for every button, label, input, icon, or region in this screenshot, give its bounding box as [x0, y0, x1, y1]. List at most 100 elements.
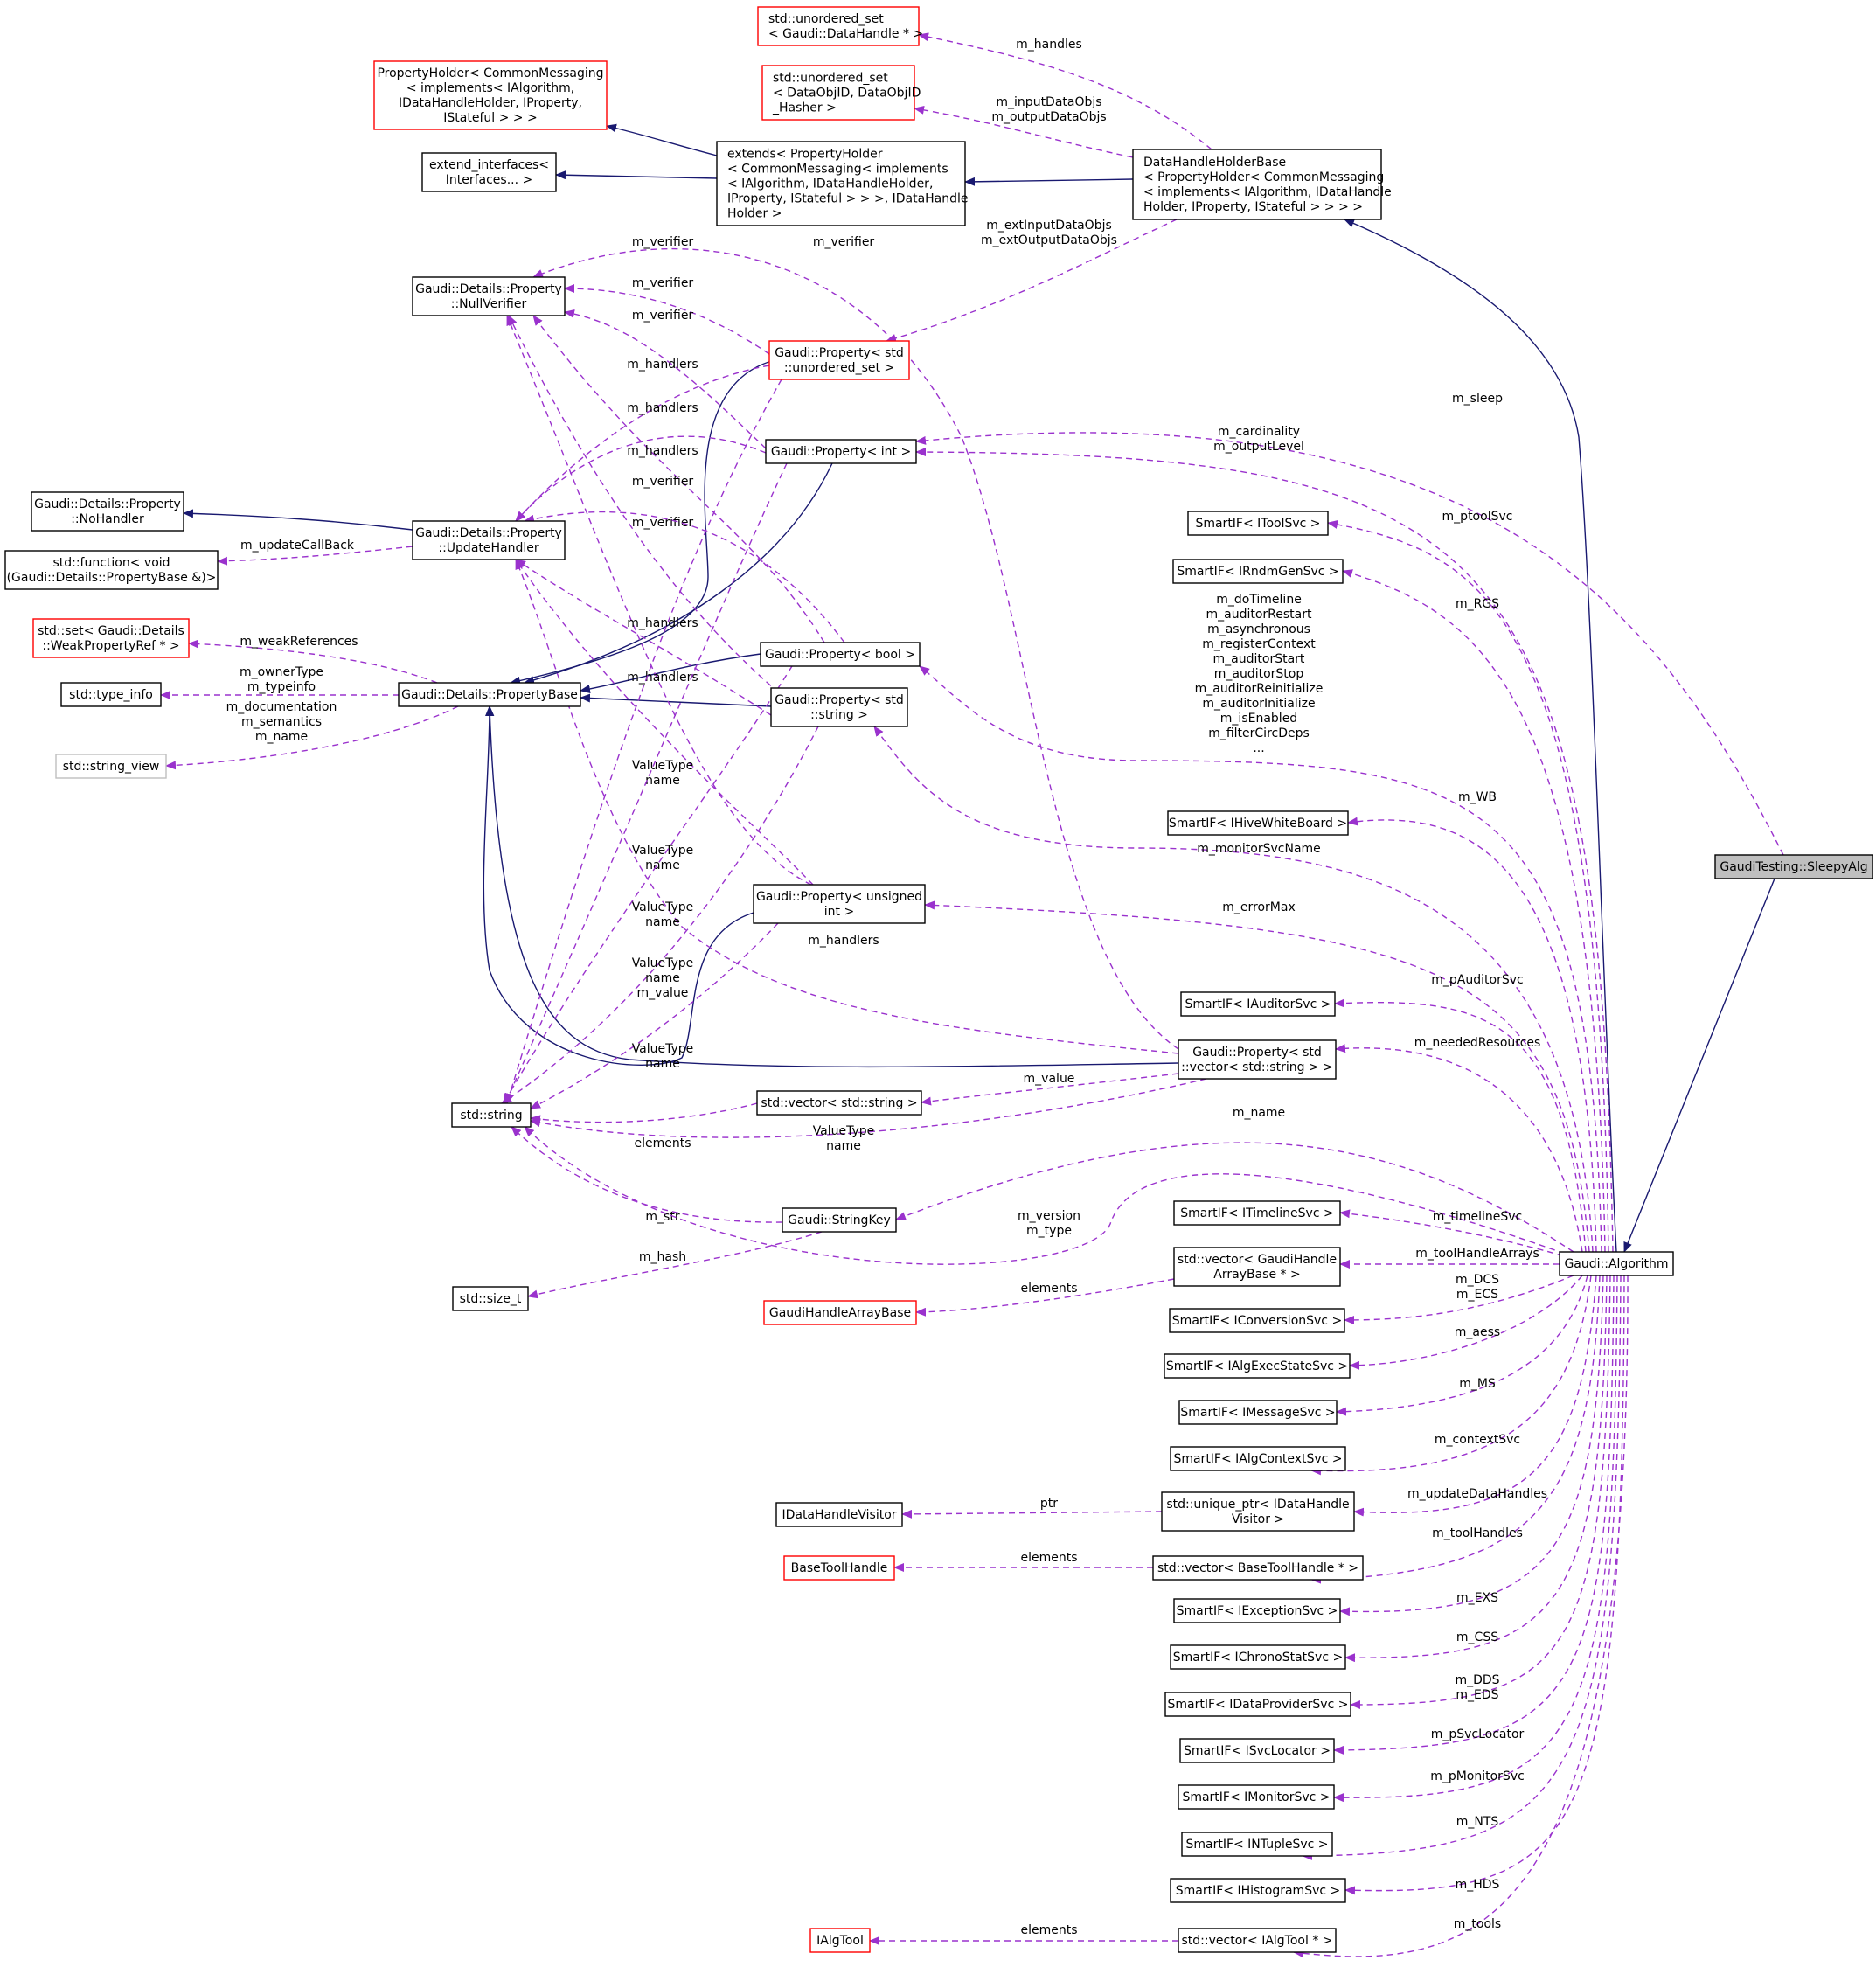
class-node-uset_id[interactable]: std::unordered_set< DataObjID, DataObjID…: [761, 65, 921, 121]
class-name: GaudiHandleArrayBase: [769, 1306, 911, 1320]
class-box: [452, 1286, 529, 1311]
class-node-irndm[interactable]: SmartIF< IRndmGenSvc >: [1172, 559, 1344, 584]
class-node-vec_ialgtool[interactable]: std::vector< IAlgTool * >: [1178, 1928, 1337, 1953]
class-box: [421, 152, 557, 192]
class-node-prop_uset[interactable]: Gaudi::Property< std::unordered_set >: [768, 340, 910, 380]
class-box: [1178, 1039, 1337, 1080]
class-box: [60, 682, 162, 707]
class-node-idataprovider[interactable]: SmartIF< IDataProviderSvc >: [1164, 1692, 1351, 1717]
usage-edge-prop_int-to-updatehandler: [515, 435, 767, 522]
class-node-propholder[interactable]: PropertyHolder< CommonMessaging< impleme…: [373, 60, 608, 130]
class-name: SmartIF< IHistogramSvc >: [1176, 1884, 1341, 1898]
edge-label-pvec-value: m_value: [1024, 1072, 1075, 1086]
usage-edge-prop_bool-to-stdstring: [503, 665, 793, 1104]
class-node-itoolsvc[interactable]: SmartIF< IToolSvc >: [1187, 511, 1329, 536]
class-node-prop_vecstr[interactable]: Gaudi::Property< std::vector< std::strin…: [1178, 1039, 1337, 1080]
usage-edge-algorithm-to-iauditor: [1334, 998, 1587, 1253]
class-node-basetoolhandle[interactable]: BaseToolHandle: [783, 1555, 895, 1581]
usage-edge-vecstring-to-stdstring: [530, 1102, 758, 1124]
class-node-prop_string[interactable]: Gaudi::Property< std::string >: [770, 687, 908, 727]
edge-label-wb: m_WB: [1458, 790, 1497, 804]
edge-label-psvclocator: m_pSvcLocator: [1431, 1727, 1525, 1741]
class-node-intuple[interactable]: SmartIF< INTupleSvc >: [1181, 1832, 1333, 1857]
class-node-prop_int[interactable]: Gaudi::Property< int >: [765, 439, 917, 464]
class-name: SmartIF< IConversionSvc >: [1172, 1314, 1342, 1328]
class-name: Gaudi::Property< std::string >: [775, 693, 904, 722]
class-node-updatehandler[interactable]: Gaudi::Details::Property::UpdateHandler: [412, 520, 566, 560]
class-node-vecstring[interactable]: std::vector< std::string >: [756, 1090, 922, 1116]
class-node-iexecstate[interactable]: SmartIF< IAlgExecStateSvc >: [1164, 1353, 1351, 1379]
class-node-ghab[interactable]: GaudiHandleArrayBase: [763, 1300, 917, 1325]
edge-label-ghab-elements: elements: [1020, 1282, 1077, 1296]
usage-edge-algorithm-to-prop_uint: [924, 900, 1590, 1253]
class-node-stdfunction[interactable]: std::function< void(Gaudi::Details::Prop…: [4, 550, 219, 590]
class-node-stringkey[interactable]: Gaudi::StringKey: [782, 1207, 897, 1233]
class-node-ichrono[interactable]: SmartIF< IChronoStatSvc >: [1170, 1644, 1346, 1670]
class-node-typeinfo[interactable]: std::type_info: [60, 682, 162, 707]
class-node-uset_dh[interactable]: std::unordered_set< Gaudi::DataHandle * …: [757, 6, 923, 46]
class-node-imessage[interactable]: SmartIF< IMessageSvc >: [1178, 1400, 1338, 1425]
class-node-iauditor[interactable]: SmartIF< IAuditorSvc >: [1180, 991, 1336, 1017]
class-node-ialgtool[interactable]: IAlgTool: [809, 1928, 871, 1953]
edge-label-puint-verifier: m_verifier: [632, 235, 694, 249]
class-box: [1132, 149, 1382, 220]
usage-edge-prop_vecstr-to-updatehandler: [515, 559, 1179, 1054]
edge-label-alg-name: m_name: [1233, 1106, 1285, 1120]
usage-edge-stringkey-to-sizet: [527, 1231, 823, 1299]
class-box: [412, 520, 566, 560]
class-box: [1164, 1353, 1351, 1379]
usage-edge-algorithm-to-vec_bth: [1310, 1275, 1601, 1584]
class-box: [756, 1090, 922, 1116]
class-name: SmartIF< IAlgContextSvc >: [1173, 1452, 1342, 1466]
class-node-stdset[interactable]: std::set< Gaudi::Details::WeakPropertyRe…: [32, 618, 190, 658]
class-node-itimeline[interactable]: SmartIF< ITimelineSvc >: [1173, 1200, 1341, 1226]
class-node-extends[interactable]: extends< PropertyHolder< CommonMessaging…: [716, 141, 969, 226]
class-name: SmartIF< IDataProviderSvc >: [1168, 1698, 1349, 1712]
class-box: [782, 1207, 897, 1233]
class-box: [451, 1102, 532, 1128]
class-node-iconversion[interactable]: SmartIF< IConversionSvc >: [1169, 1308, 1345, 1333]
class-node-nohandler[interactable]: Gaudi::Details::Property::NoHandler: [31, 491, 184, 532]
class-node-prop_bool[interactable]: Gaudi::Property< bool >: [760, 642, 921, 667]
class-node-iexception[interactable]: SmartIF< IExceptionSvc >: [1173, 1598, 1341, 1623]
class-node-sleepy[interactable]: GaudiTesting::SleepyAlg: [1714, 854, 1873, 879]
usage-edge-algorithm-to-isvclocator: [1333, 1275, 1615, 1755]
class-node-stringview[interactable]: std::string_view: [55, 754, 167, 779]
class-node-nullverifier[interactable]: Gaudi::Details::Property::NullVerifier: [412, 276, 566, 316]
class-node-dhhb[interactable]: DataHandleHolderBase< PropertyHolder< Co…: [1132, 149, 1392, 220]
class-node-extendif[interactable]: extend_interfaces<Interfaces... >: [421, 152, 557, 192]
class-node-imonitor[interactable]: SmartIF< IMonitorSvc >: [1178, 1784, 1335, 1810]
class-node-stdstring[interactable]: std::string: [451, 1102, 532, 1128]
class-node-propertybase[interactable]: Gaudi::Details::PropertyBase: [398, 682, 581, 707]
class-name: std::size_t: [460, 1292, 522, 1306]
class-name: BaseToolHandle: [791, 1561, 888, 1575]
class-node-ihive[interactable]: SmartIF< IHiveWhiteBoard >: [1167, 810, 1349, 836]
usage-edge-propertybase-to-stdset: [188, 639, 438, 684]
edge-label-stringkey-str: m_str: [645, 1210, 679, 1224]
class-node-ihisto[interactable]: SmartIF< IHistogramSvc >: [1170, 1878, 1346, 1903]
class-name: Gaudi::Property< bool >: [765, 648, 915, 662]
edge-label-aess: m_aess: [1455, 1325, 1500, 1339]
edge-label-pvec-handlers: m_handlers: [808, 934, 879, 948]
inheritance-edge-updatehandler-to-nohandler: [183, 509, 413, 531]
class-box: [765, 439, 917, 464]
class-node-idhvisitor[interactable]: IDataHandleVisitor: [775, 1502, 903, 1527]
class-box: [1173, 1247, 1341, 1287]
edge-label-pint-handlers: m_handlers: [627, 401, 698, 415]
class-node-algorithm[interactable]: Gaudi::Algorithm: [1559, 1251, 1674, 1276]
class-name: SmartIF< IMonitorSvc >: [1182, 1790, 1330, 1804]
class-node-icontext[interactable]: SmartIF< IAlgContextSvc >: [1170, 1446, 1346, 1471]
class-node-sizet[interactable]: std::size_t: [452, 1286, 529, 1311]
class-node-isvclocator[interactable]: SmartIF< ISvcLocator >: [1179, 1738, 1335, 1763]
class-node-vec_bth[interactable]: std::vector< BaseToolHandle * >: [1152, 1555, 1364, 1581]
edge-label-updatedatahandles: m_updateDataHandles: [1407, 1487, 1547, 1501]
